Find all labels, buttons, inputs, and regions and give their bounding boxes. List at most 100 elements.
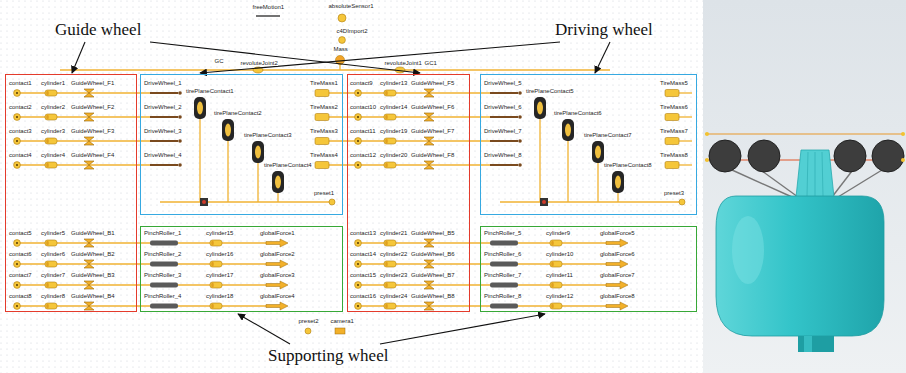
vehicle-illustration — [901, 158, 905, 162]
component-label: contact2 — [9, 104, 33, 110]
vehicle-illustration — [709, 140, 741, 172]
connector-wire — [17, 92, 150, 93]
component-label: GuideWheel_F4 — [71, 152, 115, 158]
guide-wheel-symbol — [424, 137, 434, 145]
contact-symbol — [355, 303, 362, 310]
cylinder-symbol — [550, 303, 562, 309]
component-label: PinchRoller_1 — [144, 230, 182, 236]
cylinder-symbol — [210, 282, 222, 288]
cylinder-symbol — [384, 282, 396, 288]
cylinder-symbol — [45, 303, 57, 309]
drive-wheel-symbol — [518, 163, 522, 167]
component-label: globalForce3 — [260, 272, 296, 278]
drive-wheel-symbol — [490, 163, 522, 167]
force-symbol — [606, 302, 628, 310]
component-label: cylinder22 — [380, 251, 408, 257]
contact-symbol — [16, 140, 18, 142]
drive-wheel-symbol — [150, 163, 182, 167]
component-label: contact4 — [9, 152, 33, 158]
component-label: GuideWheel_F2 — [71, 104, 115, 110]
component-label: TireMass8 — [660, 152, 689, 158]
connector-wire — [17, 164, 150, 165]
force-symbol — [606, 239, 628, 247]
component-label: GuideWheel_B5 — [411, 230, 456, 236]
component-label: contact15 — [350, 272, 377, 278]
force-symbol — [266, 281, 288, 289]
joint-symbol — [339, 37, 346, 44]
connector-wire — [679, 92, 692, 93]
contact-symbol — [14, 261, 21, 268]
pinch-roller-symbol — [150, 262, 178, 267]
drive-wheel-symbol — [150, 91, 182, 95]
mass-symbol — [665, 114, 679, 121]
component-label: cylinder17 — [206, 272, 234, 278]
contact-symbol — [14, 114, 21, 121]
cylinder-symbol — [45, 162, 57, 168]
drive-wheel-symbol — [178, 91, 182, 95]
guide-wheel-symbol — [84, 137, 94, 145]
cylinder-symbol — [384, 162, 396, 168]
drive-wheel-symbol — [178, 163, 182, 167]
cylinder-symbol — [45, 162, 57, 168]
cylinder-symbol — [550, 282, 562, 288]
component-label: contact14 — [350, 251, 377, 257]
component-label: cylinder20 — [380, 152, 408, 158]
mass-symbol — [665, 162, 679, 169]
component-label: GuideWheel_B2 — [71, 251, 116, 257]
guide-wheel-symbol — [84, 281, 94, 289]
force-symbol — [606, 260, 628, 268]
cylinder-symbol — [210, 282, 222, 288]
component-label: contact9 — [350, 80, 374, 86]
vehicle-illustration — [732, 170, 792, 197]
guide-wheel-symbol — [424, 239, 434, 247]
tire-symbol — [592, 141, 604, 163]
component-label: globalForce6 — [600, 251, 636, 257]
mass-symbol — [315, 162, 329, 169]
guide-wheel-symbol — [424, 113, 434, 121]
tire-symbol — [534, 97, 546, 119]
guide-wheel-symbol — [424, 302, 434, 310]
cylinder-symbol — [384, 240, 396, 246]
component-label: tirePlaneContact3 — [244, 132, 293, 138]
drive-wheel-symbol — [150, 92, 178, 94]
cylinder-symbol — [550, 282, 562, 288]
cylinder-symbol — [45, 261, 57, 267]
component-label: DriveWheel_8 — [484, 152, 523, 158]
callout-label: Supporting wheel — [268, 346, 388, 365]
tire-symbol — [595, 146, 601, 159]
contact-symbol — [355, 240, 362, 247]
component-label: GuideWheel_B6 — [411, 251, 456, 257]
connector-wire — [679, 116, 692, 117]
component-label: TireMass7 — [660, 128, 689, 134]
component-label: globalForce5 — [600, 230, 636, 236]
cylinder-symbol — [45, 114, 57, 120]
cylinder-symbol — [46, 138, 49, 143]
component-label: TireMass5 — [660, 80, 689, 86]
component-label: cylinder16 — [206, 251, 234, 257]
tire-symbol — [534, 97, 546, 119]
contact-symbol — [14, 261, 21, 268]
component-label: PinchRoller_4 — [144, 293, 182, 299]
force-symbol — [606, 281, 628, 289]
callout-arrow — [72, 42, 610, 344]
cylinder-symbol — [45, 138, 57, 144]
pinch-roller-symbol — [490, 262, 518, 267]
cylinder-symbol — [384, 90, 396, 96]
force-symbol — [266, 302, 288, 310]
component-group-box: contact1cylinder1GuideWheel_F1contact2cy… — [5, 74, 137, 312]
cylinder-symbol — [210, 240, 222, 246]
tire-symbol — [255, 146, 261, 159]
guide-wheel-symbol — [84, 113, 94, 121]
gear-symbol — [202, 200, 206, 204]
pinch-roller-symbol — [150, 262, 178, 267]
drive-wheel-symbol — [490, 164, 518, 166]
contact-symbol — [355, 261, 362, 268]
guide-wheel-symbol — [424, 260, 434, 268]
component-label: GuideWheel_B8 — [411, 293, 456, 299]
vehicle-illustration — [705, 134, 904, 135]
component-label: GC — [214, 58, 224, 64]
contact-symbol — [14, 240, 21, 247]
cylinder-symbol — [384, 261, 396, 267]
contact-symbol — [355, 138, 362, 145]
component-label: cylinder6 — [41, 251, 66, 257]
